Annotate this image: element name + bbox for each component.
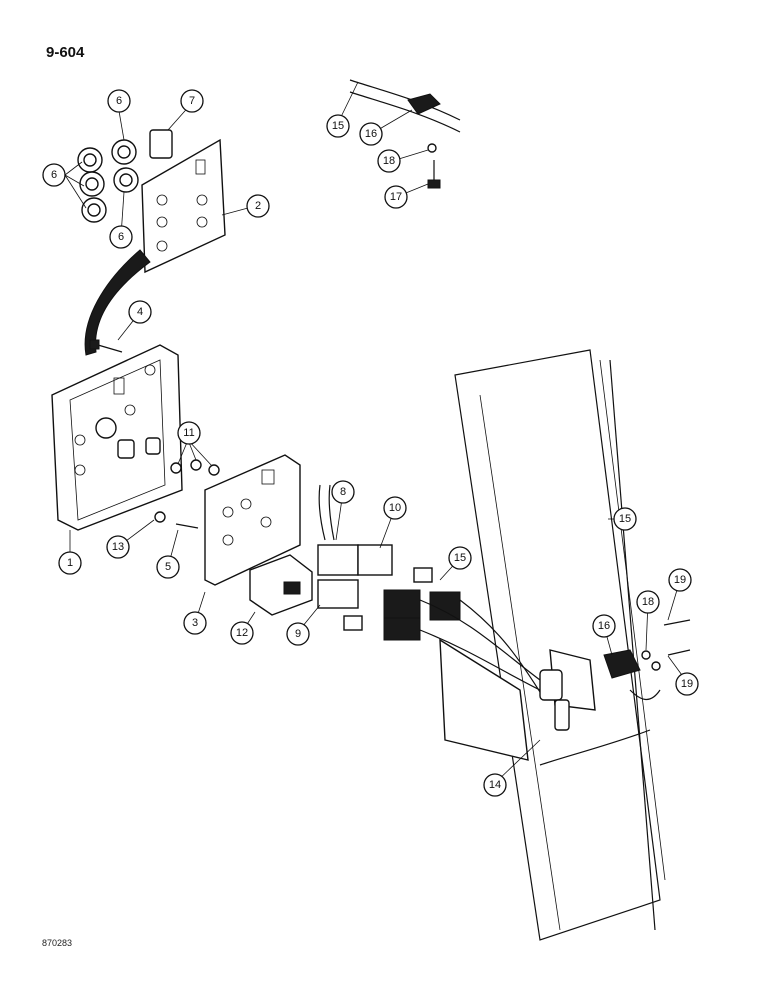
callout-9: 9 bbox=[286, 622, 310, 646]
figure-code: 870283 bbox=[42, 938, 73, 948]
svg-text:5: 5 bbox=[165, 561, 171, 573]
callout-15a: 15 bbox=[326, 114, 350, 138]
callout-3: 3 bbox=[183, 611, 207, 635]
rocker-switch bbox=[149, 129, 173, 159]
nut bbox=[154, 511, 166, 523]
callout-16a: 16 bbox=[359, 122, 383, 146]
callout-7: 7 bbox=[180, 89, 204, 113]
callout-6b: 6 bbox=[42, 163, 66, 187]
svg-text:14: 14 bbox=[489, 779, 501, 791]
svg-text:4: 4 bbox=[137, 306, 143, 318]
nut bbox=[190, 459, 202, 471]
nut bbox=[208, 464, 220, 476]
knob-cluster bbox=[77, 139, 139, 223]
svg-text:16: 16 bbox=[598, 620, 610, 632]
callout-16b: 16 bbox=[592, 614, 616, 638]
nut bbox=[170, 462, 182, 474]
svg-text:18: 18 bbox=[383, 155, 395, 167]
svg-text:9: 9 bbox=[295, 628, 301, 640]
mounting-bolt bbox=[89, 339, 123, 353]
callout-12: 12 bbox=[230, 621, 254, 645]
callout-4: 4 bbox=[128, 300, 152, 324]
svg-text:12: 12 bbox=[236, 627, 248, 639]
callout-15c: 15 bbox=[613, 507, 637, 531]
callout-19a: 19 bbox=[668, 568, 692, 592]
callout-6a: 6 bbox=[107, 89, 131, 113]
svg-text:19: 19 bbox=[681, 678, 693, 690]
callout-19b: 19 bbox=[675, 672, 699, 696]
callout-6c: 6 bbox=[109, 225, 133, 249]
clamp-detail-top bbox=[349, 79, 461, 189]
callout-5: 5 bbox=[156, 555, 180, 579]
callout-15b: 15 bbox=[448, 546, 472, 570]
switch-body bbox=[317, 544, 359, 576]
page-number: 9-604 bbox=[46, 44, 85, 61]
svg-text:10: 10 bbox=[389, 502, 401, 514]
connector-block bbox=[343, 567, 461, 641]
svg-text:15: 15 bbox=[332, 120, 344, 132]
callout-13: 13 bbox=[106, 535, 130, 559]
svg-text:6: 6 bbox=[118, 231, 124, 243]
callout-17: 17 bbox=[384, 185, 408, 209]
switch-body bbox=[357, 544, 393, 576]
svg-text:2: 2 bbox=[255, 200, 261, 212]
svg-text:6: 6 bbox=[116, 95, 122, 107]
svg-text:17: 17 bbox=[390, 191, 402, 203]
svg-text:19: 19 bbox=[674, 574, 686, 586]
wire-harness bbox=[318, 484, 546, 701]
svg-text:11: 11 bbox=[183, 427, 194, 439]
svg-text:8: 8 bbox=[340, 486, 346, 498]
screw bbox=[175, 523, 199, 529]
callout-14: 14 bbox=[483, 773, 507, 797]
clamp-detail-right bbox=[603, 619, 691, 700]
svg-text:15: 15 bbox=[619, 513, 631, 525]
mounting-bracket bbox=[204, 454, 301, 586]
callout-8: 8 bbox=[331, 480, 355, 504]
svg-text:15: 15 bbox=[454, 552, 466, 564]
callout-10: 10 bbox=[383, 496, 407, 520]
decal-plate bbox=[141, 138, 226, 274]
svg-text:1: 1 bbox=[67, 557, 73, 569]
callout-2: 2 bbox=[246, 194, 270, 218]
relay bbox=[249, 554, 313, 616]
callout-1: 1 bbox=[58, 551, 82, 575]
switch-body bbox=[317, 579, 359, 609]
svg-text:13: 13 bbox=[112, 541, 124, 553]
svg-text:18: 18 bbox=[642, 596, 654, 608]
callout-18a: 18 bbox=[377, 149, 401, 173]
svg-text:16: 16 bbox=[365, 128, 377, 140]
callout-18b: 18 bbox=[636, 590, 660, 614]
callout-11: 11 bbox=[177, 421, 201, 445]
switch-housing bbox=[51, 344, 183, 531]
svg-text:6: 6 bbox=[51, 169, 57, 181]
mast bbox=[454, 349, 666, 941]
svg-text:3: 3 bbox=[192, 617, 198, 629]
svg-text:7: 7 bbox=[189, 95, 195, 107]
valve-assembly bbox=[439, 638, 651, 766]
